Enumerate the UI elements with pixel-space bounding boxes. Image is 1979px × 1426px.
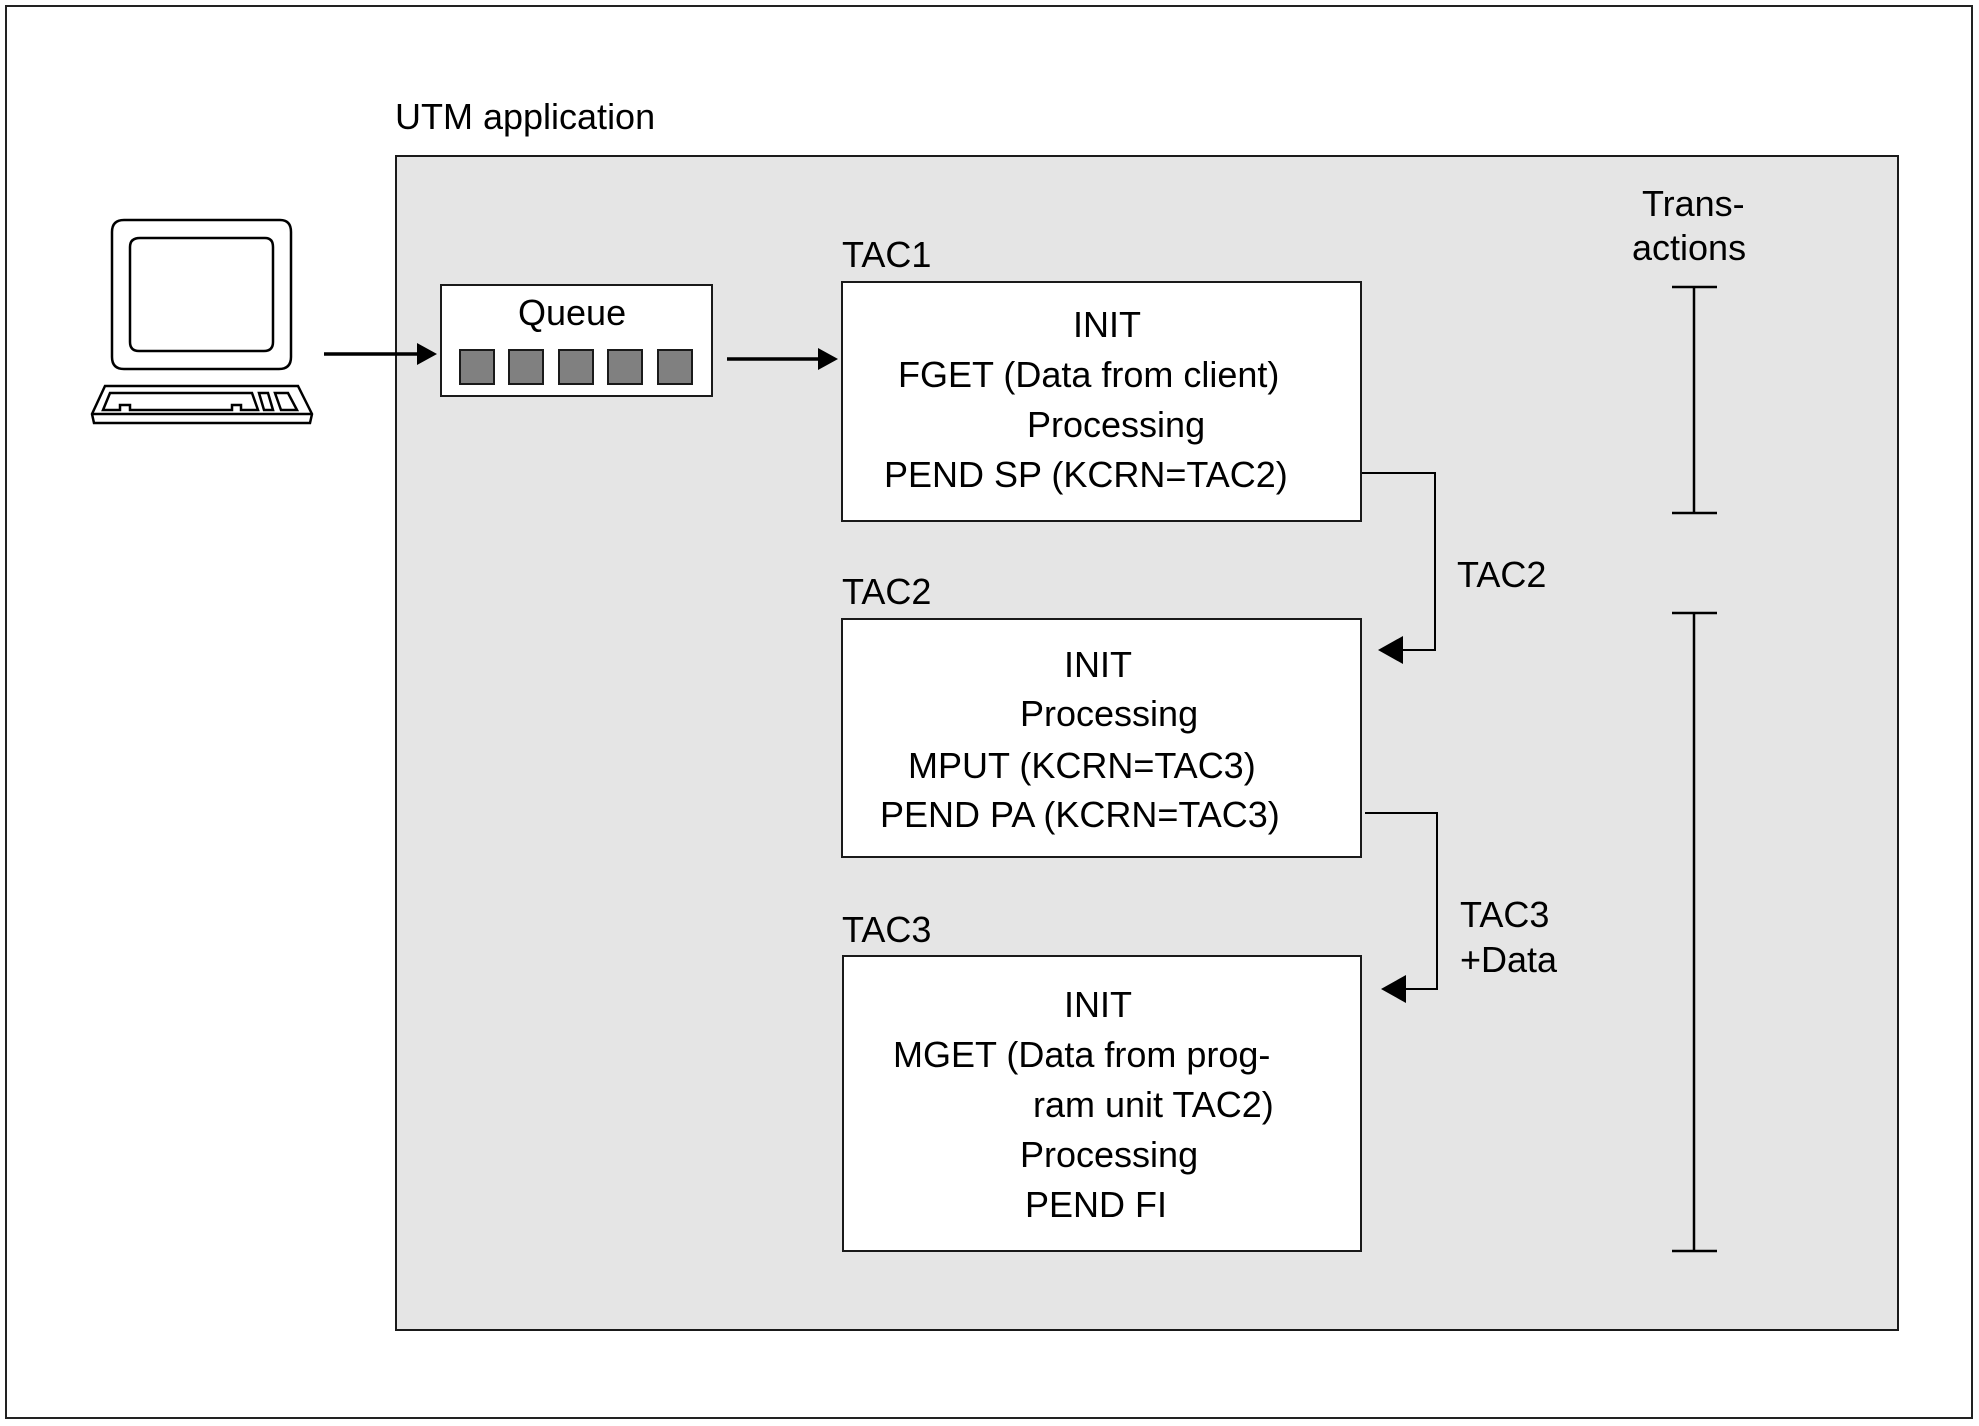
- tac3-line-mget-cont: ram unit TAC2): [1033, 1084, 1274, 1125]
- tac3-line-processing: Processing: [1020, 1134, 1199, 1175]
- tac1-line-init: INIT: [1073, 304, 1141, 345]
- program-label-tac2: TAC2: [842, 571, 932, 612]
- tac3-line-pend: PEND FI: [1025, 1184, 1168, 1225]
- program-box-tac1: [841, 281, 1362, 522]
- program-box-tac2: [841, 618, 1362, 858]
- connector-label-tac2: TAC2: [1457, 554, 1547, 595]
- app-title: UTM application: [395, 96, 656, 137]
- transactions-label-line1: Trans-: [1642, 183, 1745, 224]
- queue-slot: [607, 349, 643, 385]
- tac1-line-pend: PEND SP (KCRN=TAC2): [884, 454, 1288, 495]
- tac1-line-fget: FGET (Data from client): [898, 354, 1280, 395]
- tac2-line-mput: MPUT (KCRN=TAC3): [908, 745, 1256, 786]
- tac1-line-processing: Processing: [1027, 404, 1206, 445]
- program-label-tac3: TAC3: [842, 909, 932, 950]
- tac3-line-mget: MGET (Data from prog-: [893, 1034, 1271, 1075]
- program-label-tac1: TAC1: [842, 234, 932, 275]
- program-box-tac3: [842, 955, 1362, 1252]
- queue-slot: [459, 349, 495, 385]
- connector-label-data: +Data: [1460, 939, 1558, 980]
- transactions-label-line2: actions: [1632, 227, 1747, 268]
- tac3-line-init: INIT: [1064, 984, 1132, 1025]
- queue-slot: [508, 349, 544, 385]
- connector-label-tac3: TAC3: [1460, 894, 1550, 935]
- queue-slot: [657, 349, 693, 385]
- tac2-line-init: INIT: [1064, 644, 1132, 685]
- queue-slot: [558, 349, 594, 385]
- queue-label: Queue: [518, 292, 627, 333]
- tac2-line-pend: PEND PA (KCRN=TAC3): [880, 794, 1280, 835]
- tac2-line-processing: Processing: [1020, 693, 1199, 734]
